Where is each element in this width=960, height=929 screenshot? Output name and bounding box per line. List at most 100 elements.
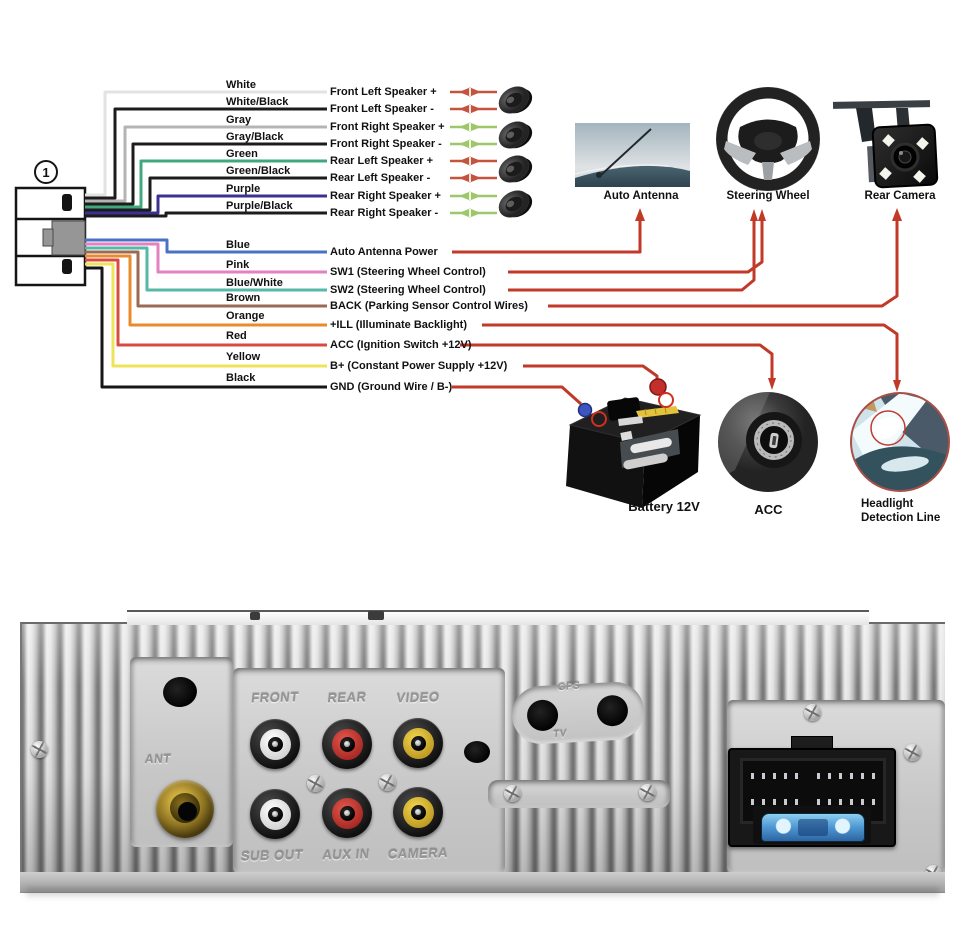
wire-name: Green xyxy=(226,148,258,160)
wire-green xyxy=(85,159,327,209)
screw xyxy=(307,775,324,792)
wire-name: Gray xyxy=(226,114,252,126)
crimp-connector-icons xyxy=(459,87,481,218)
gps-tv-ports: GPS TV xyxy=(510,680,646,746)
wire-function: Auto Antenna Power xyxy=(330,246,438,258)
blade-fuse[interactable] xyxy=(761,813,865,842)
rear-camera-image xyxy=(832,100,939,189)
rear-camera-caption: Rear Camera xyxy=(864,190,936,202)
wire-blue xyxy=(85,238,327,254)
wire-name: Red xyxy=(226,330,247,342)
auto-antenna-caption: Auto Antenna xyxy=(603,190,679,202)
wire-name: Pink xyxy=(226,259,250,271)
wire-purple xyxy=(85,194,327,215)
wire-function: ACC (Ignition Switch +12V) xyxy=(330,339,472,351)
stereo-rear-panel: ANT FRONT REAR VIDEO SUB OUT AUX IN CAME… xyxy=(20,610,945,893)
rca-label-bottom-3: CAMERA xyxy=(387,845,449,862)
rca-jack-camera[interactable] xyxy=(393,787,443,837)
rca-jack-aux[interactable] xyxy=(322,719,372,769)
accessory-routing-lines xyxy=(452,219,899,406)
line-back xyxy=(548,219,899,308)
chassis-bottom-edge xyxy=(20,872,945,893)
wire-name: Black xyxy=(226,372,256,384)
screw xyxy=(804,704,821,721)
wire-name: Yellow xyxy=(226,351,261,363)
wire-gray xyxy=(85,125,327,203)
wire-function: SW2 (Steering Wheel Control) xyxy=(330,284,486,296)
screw xyxy=(639,784,656,801)
wire-pink xyxy=(85,242,327,274)
rca-label-top-3: VIDEO xyxy=(395,689,441,706)
line-gnd xyxy=(452,385,583,406)
steering-wheel-image xyxy=(716,87,820,191)
speaker-icons xyxy=(498,86,533,218)
wire-brown xyxy=(85,250,327,308)
panel-hole xyxy=(464,741,490,763)
tv-label: TV xyxy=(552,728,568,741)
line-auto-antenna xyxy=(452,219,642,254)
wire-name: Gray/Black xyxy=(226,131,284,143)
wire-name: White xyxy=(226,79,256,91)
top-edge-notch xyxy=(368,611,384,620)
wire-function: Rear Right Speaker - xyxy=(330,207,439,219)
wire-function: SW1 (Steering Wheel Control) xyxy=(330,266,486,278)
screw xyxy=(504,785,521,802)
headlight-image xyxy=(850,392,950,492)
line-ill xyxy=(482,323,899,382)
connector-pins-row1 xyxy=(751,773,877,779)
rca-label-top-2: REAR xyxy=(326,689,368,706)
wire-function: GND (Ground Wire / B-) xyxy=(330,381,453,393)
harness-connector: 1 xyxy=(14,160,87,287)
wire-function: Front Right Speaker - xyxy=(330,138,442,150)
acc-caption: ACC xyxy=(754,502,783,517)
wire-function: Front Left Speaker - xyxy=(330,103,434,115)
rca-jack-sub-out-2[interactable] xyxy=(250,789,300,839)
wire-green-black xyxy=(85,176,327,212)
wire-function: BACK (Parking Sensor Control Wires) xyxy=(330,300,528,312)
top-edge-notch xyxy=(250,612,260,620)
rca-label-bottom-2: AUX IN xyxy=(321,846,371,863)
line-bplus xyxy=(523,364,659,383)
wire-name: White/Black xyxy=(226,96,289,108)
rca-jack-video[interactable] xyxy=(393,718,443,768)
line-sw2 xyxy=(508,219,756,292)
rca-label-top-1: FRONT xyxy=(250,689,300,706)
gps-port[interactable] xyxy=(526,699,559,732)
wire-white xyxy=(85,90,327,197)
steering-wheel-caption: Steering Wheel xyxy=(726,190,810,202)
rca-jack-aux-2[interactable] xyxy=(322,788,372,838)
ant-label: ANT xyxy=(144,751,172,767)
wire-name: Purple/Black xyxy=(226,200,293,212)
connector-number: 1 xyxy=(42,165,49,180)
wire-function: Rear Right Speaker + xyxy=(330,190,441,202)
wiring-diagram-graphics: 1 xyxy=(14,86,950,508)
screw xyxy=(31,741,48,758)
headlight-caption: Headlight Detection Line xyxy=(861,498,941,524)
wire-name: Green/Black xyxy=(226,165,291,177)
wire-name: Blue/White xyxy=(226,277,283,289)
radio-antenna-socket xyxy=(156,780,214,838)
battery-image xyxy=(566,378,702,508)
routing-arrowheads xyxy=(635,208,902,392)
battery-caption: Battery 12V xyxy=(628,499,700,514)
wire-red xyxy=(85,258,327,347)
wire-function: Rear Left Speaker - xyxy=(330,172,431,184)
connector-pins-row2 xyxy=(751,799,877,805)
harness-wires xyxy=(85,90,327,389)
wire-name: Purple xyxy=(226,183,261,195)
wire-purple-black xyxy=(85,211,327,218)
wire-name: Brown xyxy=(226,292,261,304)
rca-label-bottom-1: SUB OUT xyxy=(240,847,304,864)
tv-port[interactable] xyxy=(596,694,629,727)
screw xyxy=(379,774,396,791)
wire-orange xyxy=(85,254,327,327)
wire-gray-black xyxy=(85,142,327,206)
wire-name: Blue xyxy=(226,239,250,251)
rca-panel xyxy=(233,668,505,873)
wire-yellow xyxy=(85,262,327,368)
gps-label: GPS xyxy=(557,680,581,694)
wire-white-black xyxy=(85,107,327,200)
screw xyxy=(904,744,921,761)
rca-jack-sub-out[interactable] xyxy=(250,719,300,769)
